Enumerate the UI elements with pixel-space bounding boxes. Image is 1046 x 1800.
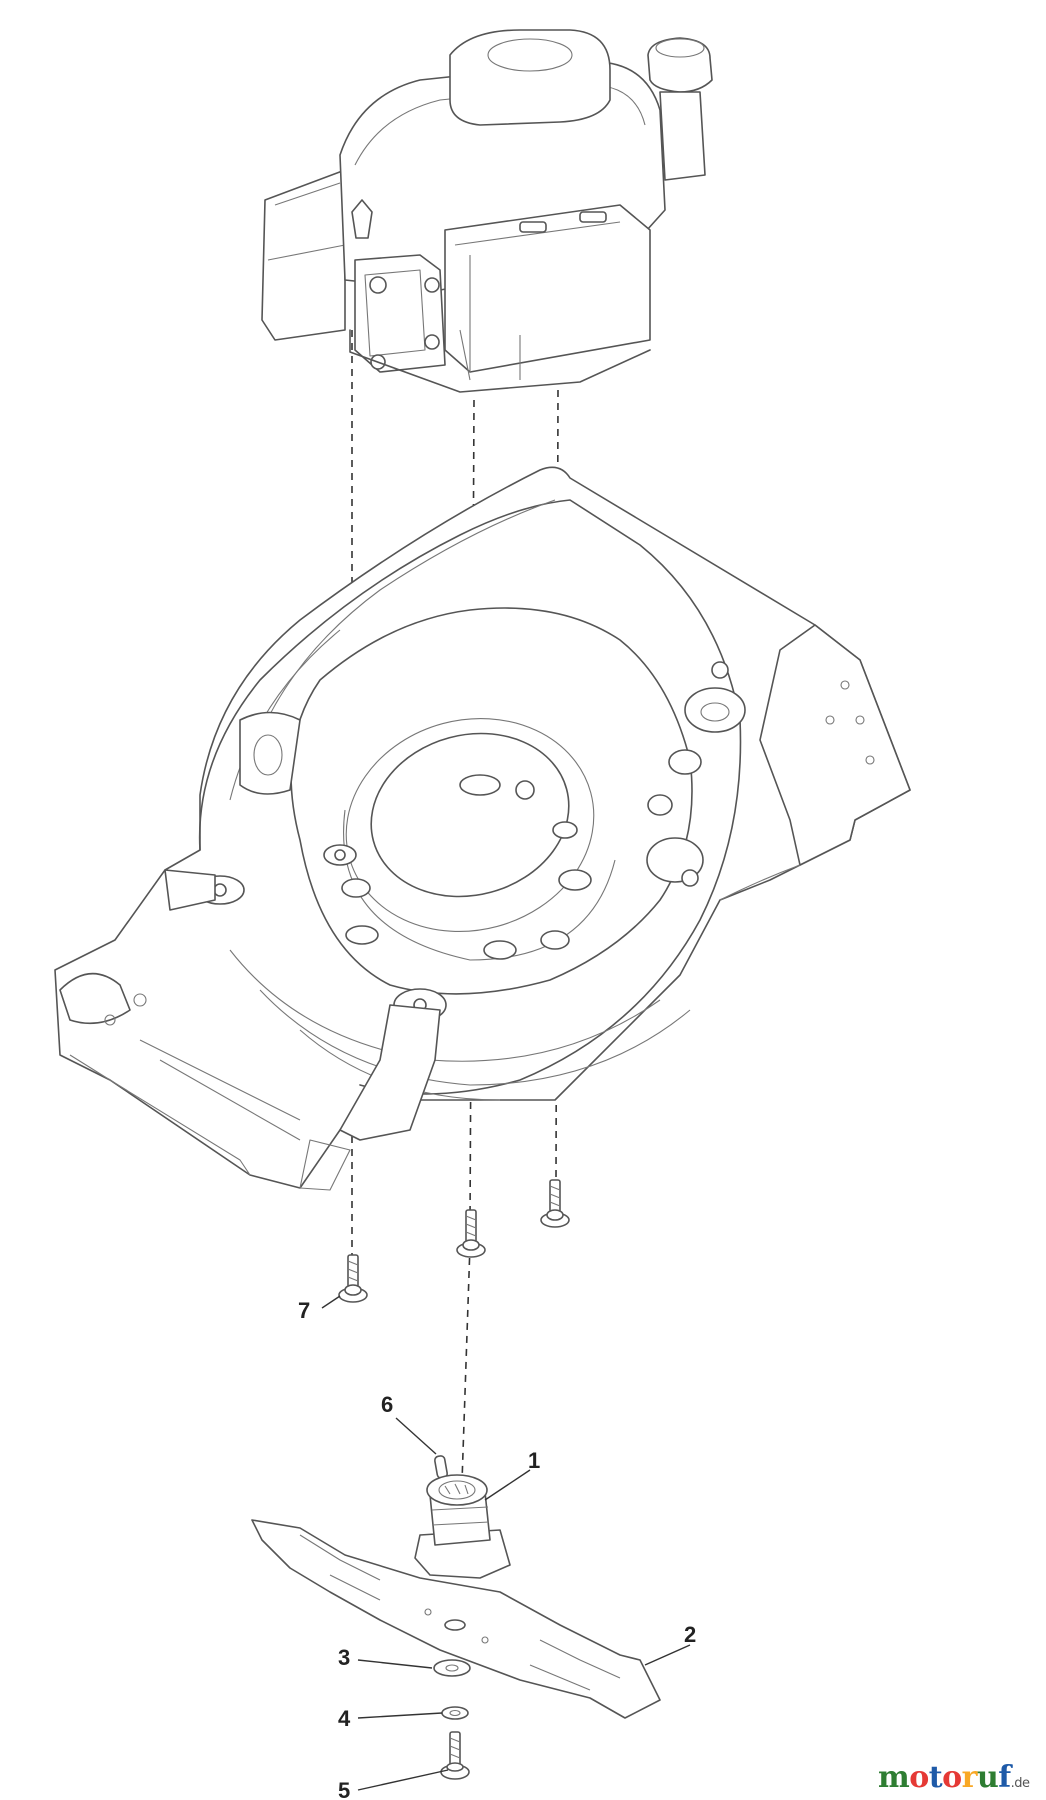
callout-1: 1 xyxy=(528,1448,540,1473)
key xyxy=(433,1455,449,1479)
bolts xyxy=(338,1179,570,1303)
callout-2: 2 xyxy=(684,1622,696,1647)
watermark-logo: motoruf.de xyxy=(878,1760,1030,1795)
callout-labels: 1 2 3 4 5 6 7 xyxy=(298,1298,696,1800)
bolt-middle xyxy=(456,1209,486,1258)
bolt-rear xyxy=(540,1179,570,1228)
blade xyxy=(251,1519,661,1719)
mower-deck xyxy=(54,466,911,1191)
callout-6: 6 xyxy=(381,1392,393,1417)
blade-bolt xyxy=(440,1731,470,1780)
engine xyxy=(261,29,713,393)
deck-bosses xyxy=(195,661,746,1022)
callout-7: 7 xyxy=(298,1298,310,1323)
lock-washer xyxy=(441,1706,469,1720)
callout-4: 4 xyxy=(338,1706,351,1731)
callout-leaders xyxy=(321,1295,691,1791)
blade-adapter xyxy=(414,1474,511,1579)
washer xyxy=(433,1659,471,1677)
callout-3: 3 xyxy=(338,1645,350,1670)
callout-5: 5 xyxy=(338,1778,350,1800)
bolt-front xyxy=(338,1254,368,1303)
